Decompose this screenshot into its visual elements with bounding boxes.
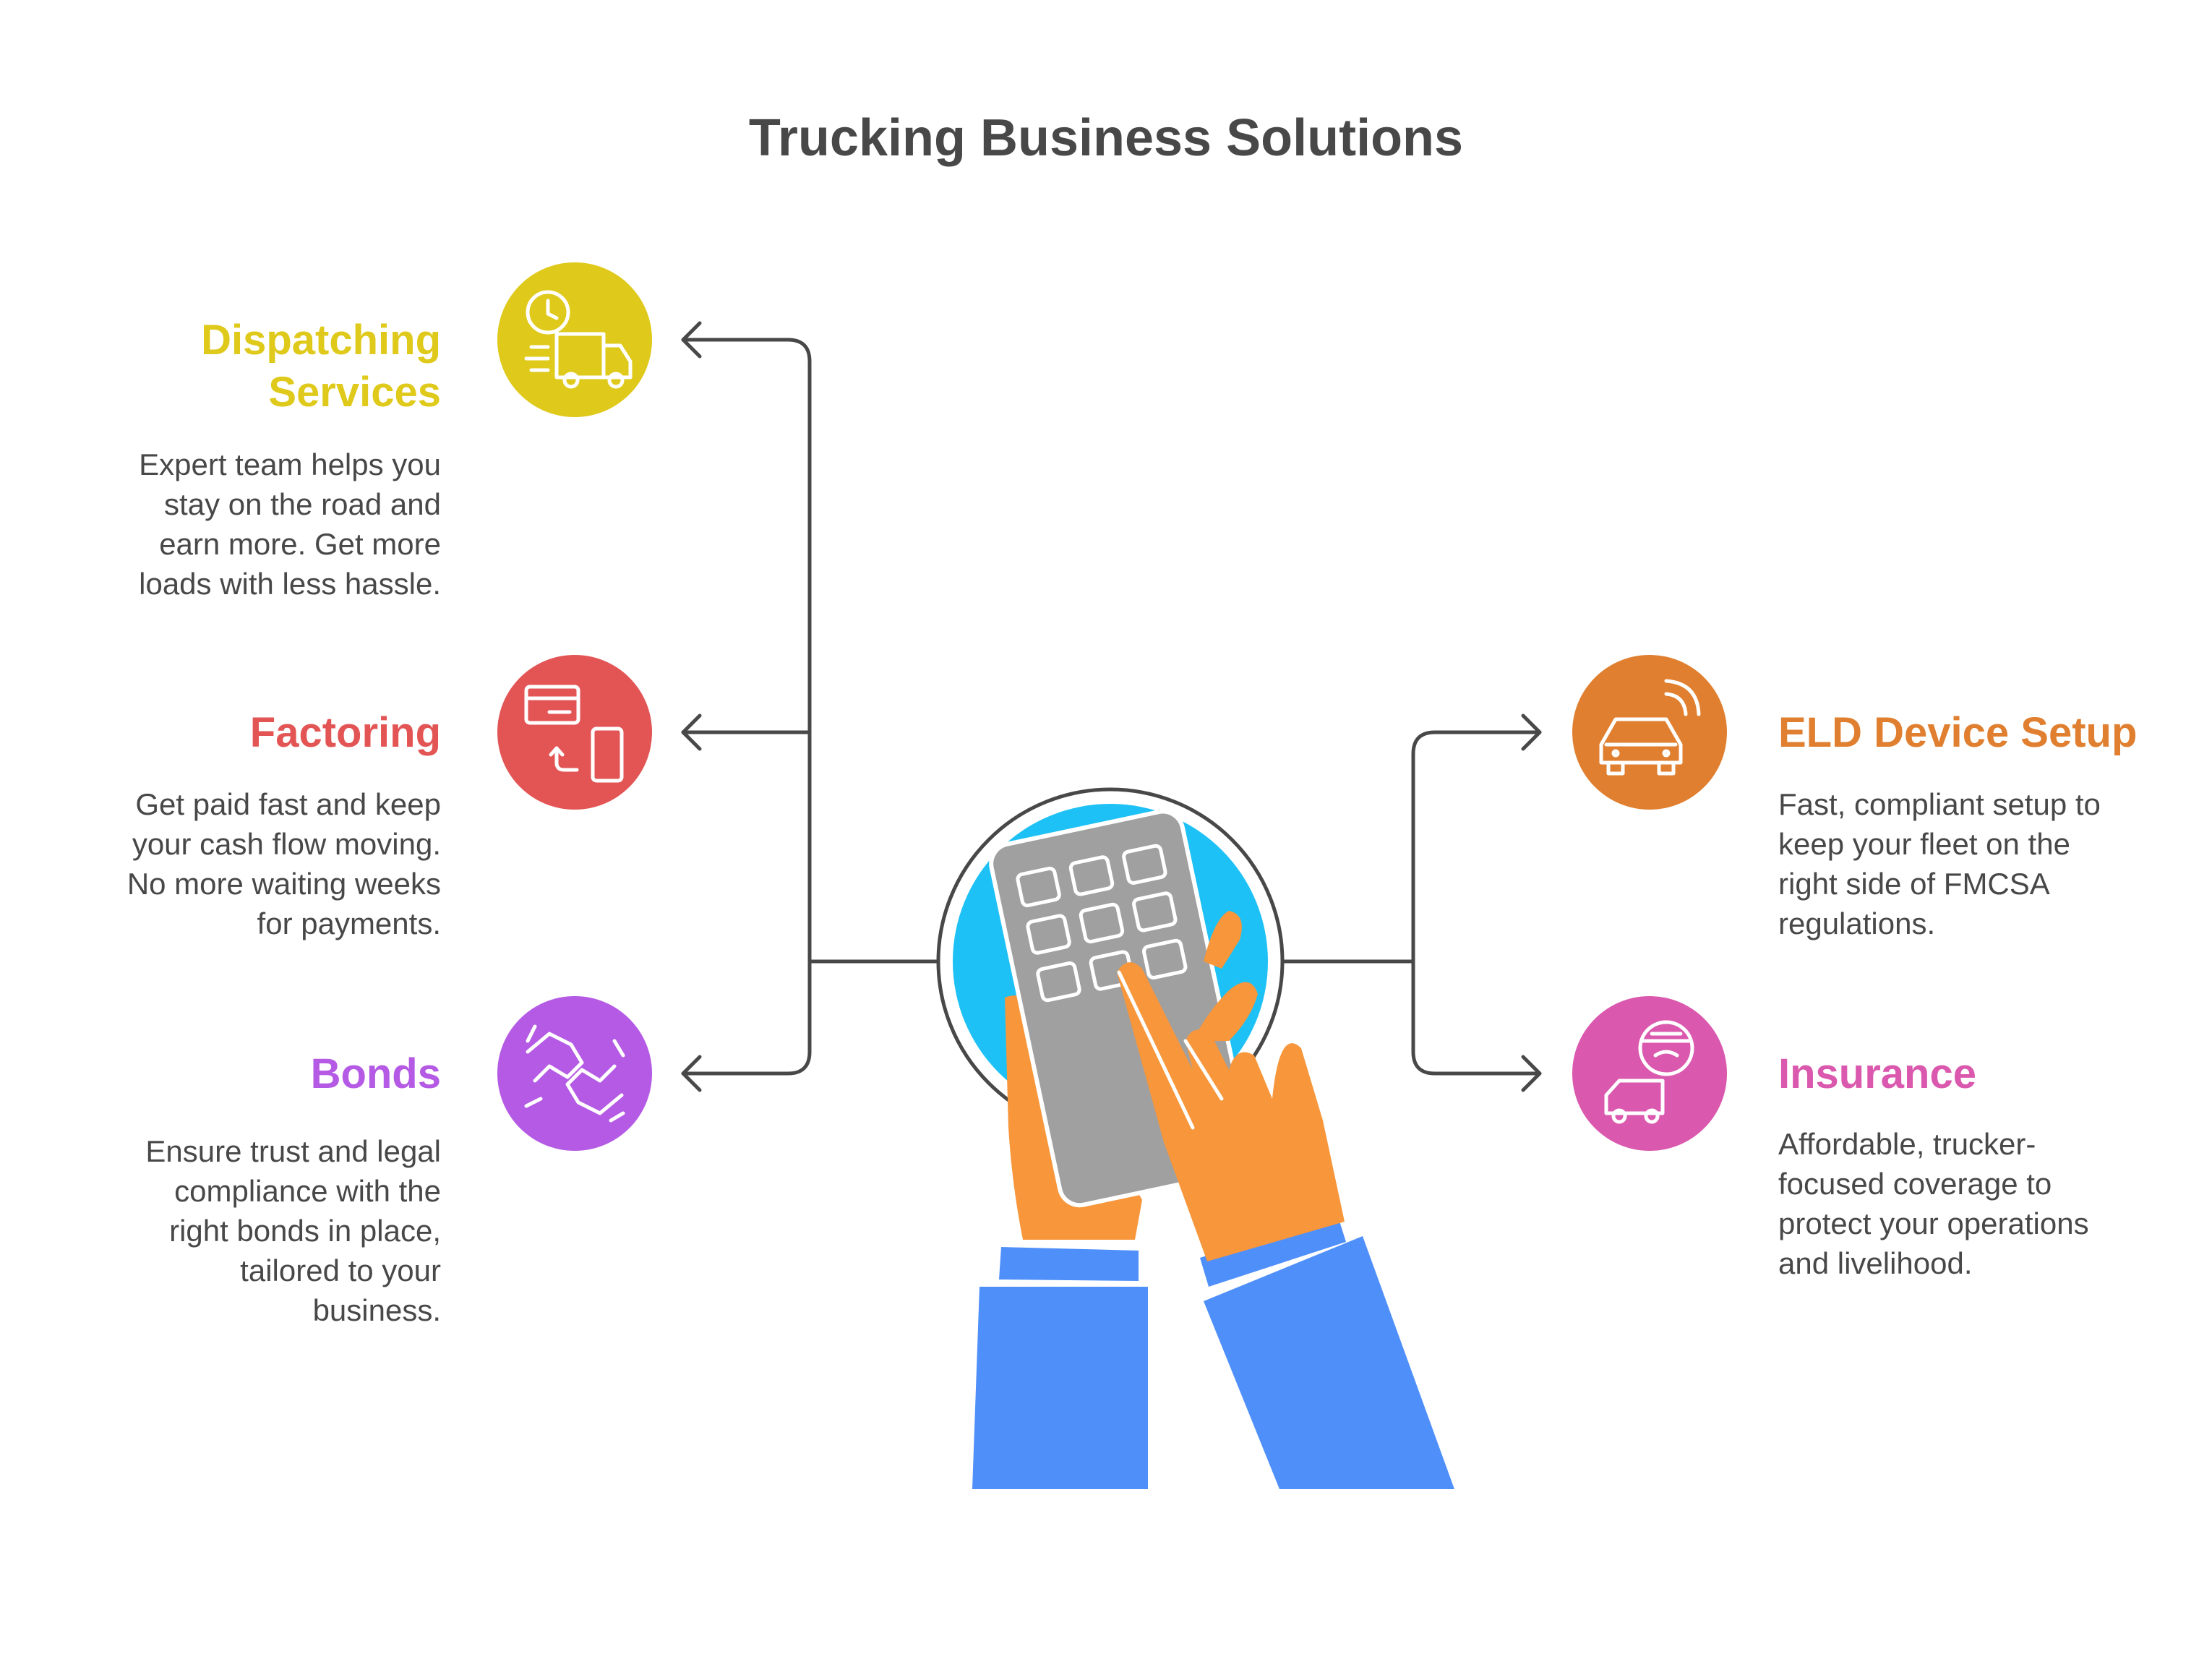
insurance-heading: Insurance <box>1778 1048 1976 1100</box>
arrowhead-dispatching <box>681 321 702 359</box>
factoring-desc-line: No more waiting weeks <box>127 867 441 901</box>
right-branch-insurance <box>1411 959 1542 1076</box>
bonds-desc-line: compliance with the <box>174 1174 441 1208</box>
right-hand-top-finger <box>1204 911 1242 969</box>
arrowhead-bonds <box>681 1055 702 1092</box>
bonds-desc-line: right bonds in place, <box>169 1214 441 1248</box>
eld-desc-line: Fast, compliant setup to <box>1778 787 2101 821</box>
insurance-desc-line: focused coverage to <box>1778 1167 2052 1201</box>
connector-lines <box>681 321 1542 1092</box>
driver-truck-icon <box>1604 1020 1694 1124</box>
central-illustration <box>936 787 1454 1489</box>
clock-truck-icon <box>524 290 633 389</box>
eld-desc-line: right side of FMCSA <box>1778 867 2050 901</box>
dispatching-desc-line: loads with less hassle. <box>139 567 441 601</box>
insurance-desc-line: and livelihood. <box>1778 1246 1973 1280</box>
insurance-desc-line: Affordable, trucker- <box>1778 1127 2036 1161</box>
factoring-description: Get paid fast and keep your cash flow mo… <box>127 784 441 943</box>
left-branch-dispatching <box>681 338 812 964</box>
dispatching-heading-line: Dispatching <box>201 317 441 364</box>
dispatching-desc-line: Expert team helps you <box>139 447 441 481</box>
bonds-desc-line: Ensure trust and legal <box>145 1134 441 1168</box>
factoring-heading: Factoring <box>250 707 441 759</box>
eld-circle <box>1572 655 1727 810</box>
left-cuff <box>999 1247 1139 1281</box>
factoring-desc-line: Get paid fast and keep <box>135 787 441 821</box>
arrowhead-factoring <box>681 713 702 751</box>
connected-car-icon <box>1599 679 1701 776</box>
right-branch-eld <box>1411 730 1542 964</box>
dispatching-desc-line: stay on the road and <box>164 487 441 521</box>
insurance-desc-line: protect your operations <box>1778 1206 2089 1240</box>
insurance-description: Affordable, trucker- focused coverage to… <box>1778 1124 2089 1283</box>
bonds-description: Ensure trust and legal compliance with t… <box>145 1131 441 1330</box>
bonds-heading-line: Bonds <box>310 1050 441 1097</box>
right-sleeve <box>1204 1236 1454 1489</box>
bonds-heading: Bonds <box>311 1048 441 1100</box>
right-hand-thumb <box>1193 982 1258 1041</box>
arrowhead-eld <box>1521 713 1542 751</box>
page-title: Trucking Business Solutions <box>748 109 1464 167</box>
insurance-circle <box>1572 996 1727 1151</box>
right-cuff <box>1200 1214 1346 1287</box>
bonds-desc-line: business. <box>312 1293 441 1327</box>
bonds-node <box>497 996 652 1151</box>
calculator-keys <box>1016 844 1188 1003</box>
left-branch-bonds <box>681 959 812 1076</box>
card-phone-exchange-icon <box>524 685 624 783</box>
factoring-desc-line: for payments. <box>257 906 441 940</box>
insurance-heading-line: Insurance <box>1778 1050 1976 1097</box>
bonds-circle <box>497 996 652 1151</box>
dispatching-circle <box>497 262 652 417</box>
factoring-heading-line: Factoring <box>249 709 441 756</box>
eld-node <box>1572 655 1727 810</box>
factoring-circle <box>497 655 652 810</box>
bonds-desc-line: tailored to your <box>240 1253 441 1287</box>
eld-heading-line: ELD Device Setup <box>1778 709 2138 756</box>
arrowhead-insurance <box>1521 1055 1542 1092</box>
dispatching-heading: Dispatching Services <box>201 314 441 419</box>
eld-heading: ELD Device Setup <box>1778 707 2137 759</box>
eld-description: Fast, compliant setup to keep your fleet… <box>1778 784 2101 943</box>
left-sleeve <box>972 1287 1148 1489</box>
handshake-icon <box>524 1024 625 1123</box>
dispatching-node <box>497 262 652 417</box>
dispatching-desc-line: earn more. Get more <box>159 527 441 561</box>
right-hand <box>1117 962 1345 1261</box>
finger-outlines <box>1117 970 1224 1130</box>
dispatching-description: Expert team helps you stay on the road a… <box>139 445 441 604</box>
factoring-desc-line: your cash flow moving. <box>132 827 441 861</box>
dispatching-heading-line: Services <box>268 369 441 416</box>
factoring-node <box>497 655 652 810</box>
insurance-node <box>1572 996 1727 1151</box>
eld-desc-line: regulations. <box>1778 906 1936 940</box>
eld-desc-line: keep your fleet on the <box>1778 827 2070 861</box>
